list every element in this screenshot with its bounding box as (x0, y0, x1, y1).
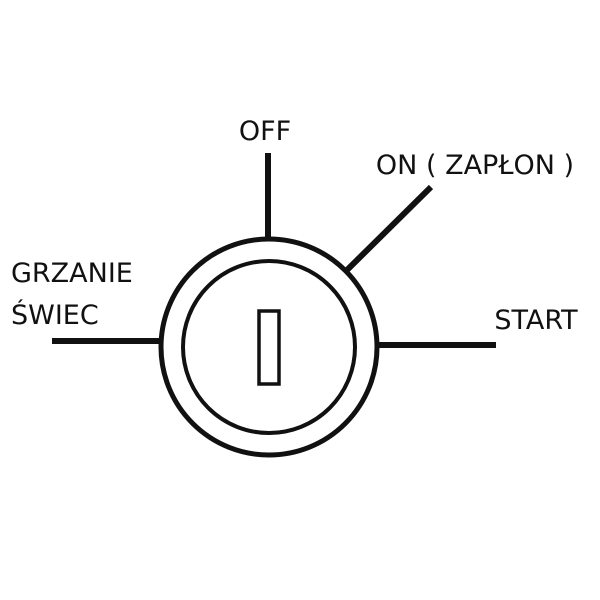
glow-label-line2: ŚWIEC (11, 299, 99, 331)
key-slot (257, 309, 281, 386)
ignition-label: ON ( ZAPŁON ) (376, 150, 574, 181)
glow-label-line1: GRZANIE (11, 258, 133, 289)
start-label: START (494, 305, 578, 336)
off-label: OFF (239, 116, 291, 147)
ignition-indicator-line (342, 184, 434, 275)
